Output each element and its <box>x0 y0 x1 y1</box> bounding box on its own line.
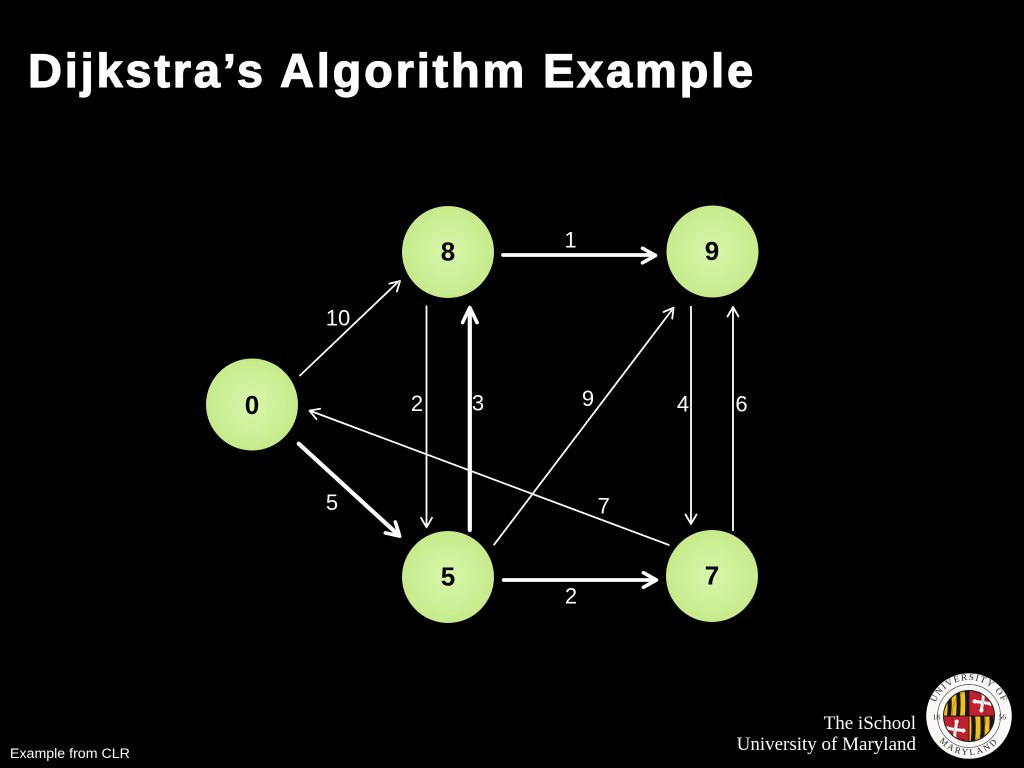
svg-text:5: 5 <box>441 562 455 592</box>
svg-text:2: 2 <box>565 584 577 609</box>
svg-text:5: 5 <box>326 490 338 515</box>
svg-text:6: 6 <box>735 392 747 417</box>
svg-text:56: 56 <box>999 713 1007 722</box>
svg-text:3: 3 <box>472 391 484 416</box>
svg-text:7: 7 <box>598 494 610 519</box>
svg-text:9: 9 <box>582 386 594 411</box>
svg-text:18: 18 <box>933 713 941 722</box>
svg-text:2: 2 <box>411 391 423 416</box>
svg-text:9: 9 <box>705 236 719 266</box>
svg-text:10: 10 <box>326 306 350 331</box>
svg-text:0: 0 <box>245 390 259 420</box>
svg-text:7: 7 <box>705 561 719 591</box>
svg-text:1: 1 <box>564 228 576 253</box>
svg-text:8: 8 <box>441 237 455 267</box>
svg-text:4: 4 <box>677 392 689 417</box>
